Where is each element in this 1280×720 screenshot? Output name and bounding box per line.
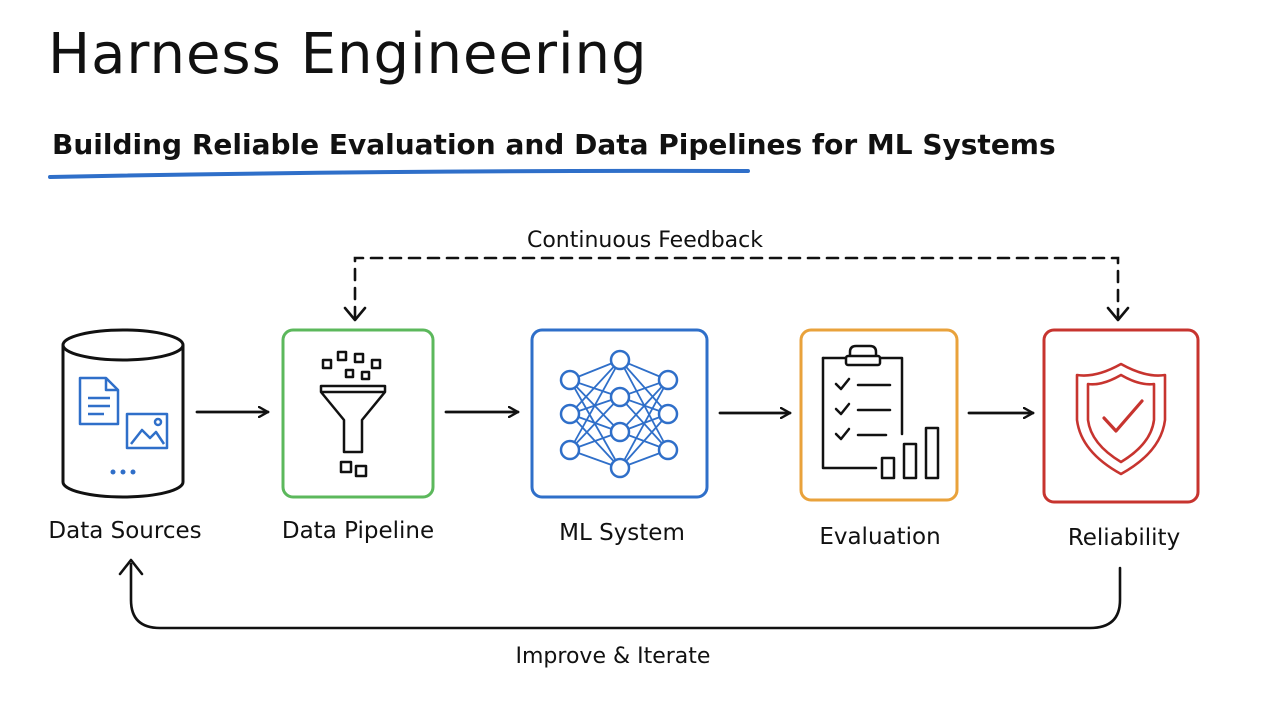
stage-evaluation: Evaluation [799,328,959,550]
document-icon [78,376,120,426]
stage-reliability: Reliability [1042,328,1200,551]
feedback-arrowhead-left [343,306,367,322]
neural-network-icon [559,349,679,479]
flow-arrows [195,412,1035,413]
more-dots-icon [110,469,136,475]
database-icon [61,328,185,499]
ml-system-box [530,328,709,499]
stage-label-ml-system: ML System [559,520,685,546]
feedback-loop: Continuous Feedback [343,222,1130,322]
improve-arrowhead [118,558,144,576]
improve-loop: Improve & Iterate [118,558,1122,669]
stage-label-evaluation: Evaluation [819,524,940,550]
data-pipeline-box [281,328,435,499]
image-icon [125,412,169,450]
stage-data-sources: Data Sources [48,328,202,544]
feedback-label: Continuous Feedback [527,228,763,253]
improve-line [129,562,1122,630]
improve-label: Improve & Iterate [516,644,711,669]
stage-ml-system: ML System [530,328,709,546]
page-subtitle: Building Reliable Evaluation and Data Pi… [52,128,1056,161]
stage-label-data-sources: Data Sources [48,518,201,544]
stage-label-reliability: Reliability [1068,525,1180,551]
stage-data-pipeline: Data Pipeline [281,328,435,544]
funnel-icon [319,350,387,478]
subtitle-underline [48,168,750,179]
evaluation-box [799,328,959,502]
clipboard-chart-icon [821,344,940,480]
feedback-arrowhead-right [1106,306,1130,322]
shield-check-icon [1075,362,1167,476]
page-title: Harness Engineering [48,22,648,87]
feedback-dashed-line [353,256,1120,320]
reliability-box [1042,328,1200,504]
stage-label-data-pipeline: Data Pipeline [282,518,434,544]
